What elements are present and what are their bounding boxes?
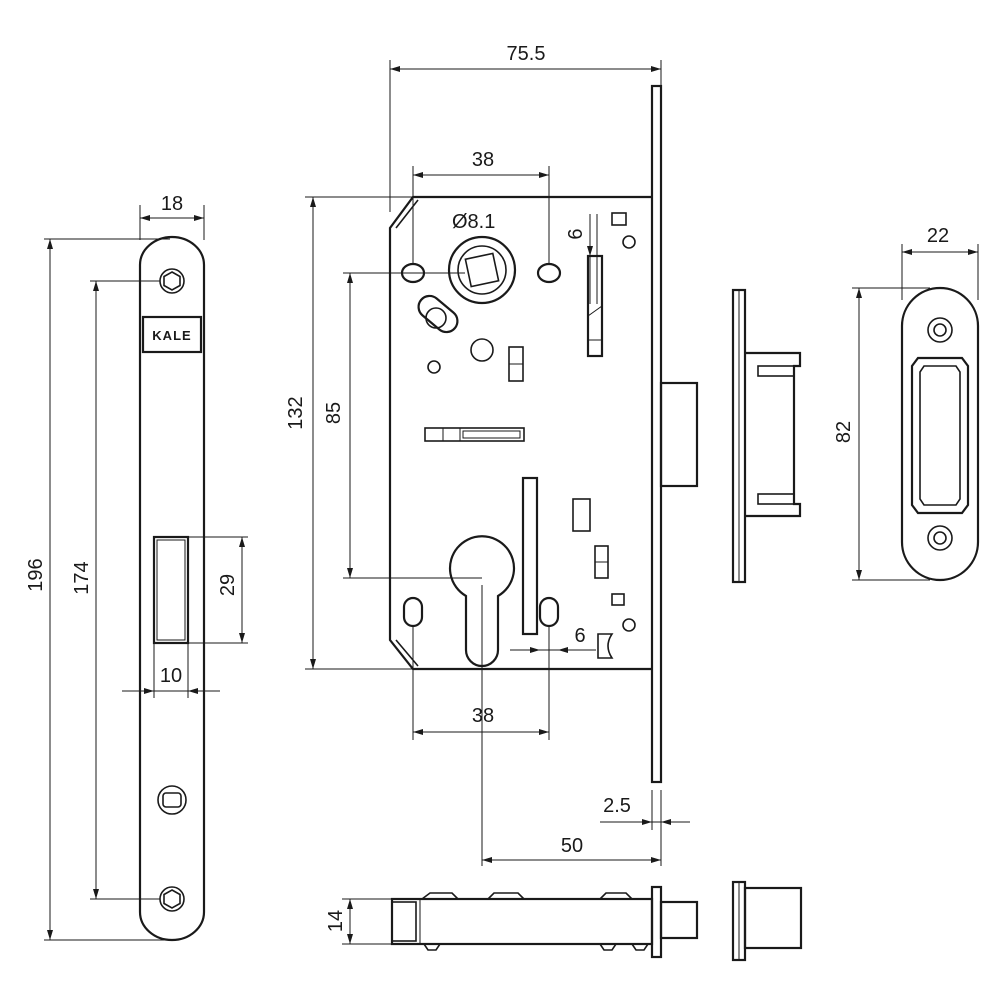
dim-forend-thickness: 2.5	[603, 795, 631, 817]
lock-body-view: 75.5 38 Ø8.1 6 132 85 38	[285, 43, 699, 866]
dim-backset: 50	[561, 835, 583, 857]
dim-screw-spacing: 174	[71, 561, 93, 594]
strike-screw-bottom-icon	[927, 525, 953, 551]
dim-latch-width: 10	[160, 665, 182, 687]
lock-top-view: 14	[325, 880, 803, 962]
dim-handle-spacing-top: 38	[472, 149, 494, 171]
dim-strike-height: 82	[833, 421, 855, 443]
kale-logo	[141, 315, 203, 354]
spindle-square-icon	[464, 252, 500, 288]
strike-opening	[910, 356, 970, 515]
fixing-hole-top-right	[536, 262, 562, 284]
latch-bolt	[659, 381, 699, 488]
striker-side-view	[731, 288, 802, 584]
cylinder-cutout	[448, 535, 516, 668]
dim-latch-height: 29	[217, 574, 239, 596]
dim-depth: 14	[325, 910, 347, 932]
latch-opening	[152, 535, 190, 645]
forend-plate	[650, 84, 663, 784]
spindle-hub	[447, 235, 517, 305]
logo-text: KALE	[152, 328, 191, 343]
dim-body-height: 132	[285, 396, 307, 429]
dim-offset-bottom: 6	[574, 625, 585, 647]
dim-spindle-diameter: Ø8.1	[452, 211, 495, 233]
fixing-hole-bottom-right	[538, 596, 560, 628]
strike-plate-view: 22 82	[833, 225, 980, 582]
lock-case	[388, 195, 652, 671]
dim-total-width: 75.5	[507, 43, 546, 65]
fixing-hole-bottom-left	[402, 596, 424, 628]
dim-offset-top: 6	[565, 228, 587, 239]
dim-faceplate-width: 18	[161, 193, 183, 215]
dim-faceplate-height: 196	[25, 558, 47, 591]
cylinder-screw-icon	[157, 785, 187, 815]
strike-plate	[900, 286, 980, 582]
strike-screw-top-icon	[927, 317, 953, 343]
faceplate-view: KALE 18 196 174	[25, 193, 248, 942]
dim-handle-spacing-bottom: 38	[472, 705, 494, 727]
dim-centre-distance: 85	[323, 402, 345, 424]
dim-strike-width: 22	[927, 225, 949, 247]
